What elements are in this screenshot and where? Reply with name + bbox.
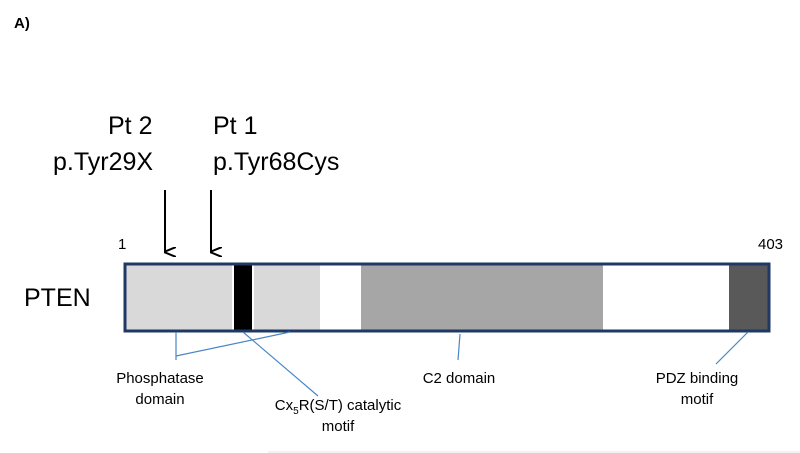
label-phosphatase-domain: Phosphatase domain	[100, 368, 220, 410]
label-catalytic-line1: Cx5R(S/T) catalytic	[238, 395, 438, 417]
leader-c2	[457, 333, 461, 361]
label-phosphatase-line1: Phosphatase	[116, 370, 204, 387]
leader-pdz	[715, 331, 749, 365]
label-phosphatase-line2: domain	[135, 391, 185, 408]
leader-lines	[175, 331, 749, 397]
leader-catalytic	[242, 331, 319, 397]
segment-phosphatase-b	[254, 265, 320, 330]
label-catalytic-sub: 5	[293, 406, 299, 417]
residue-end: 403	[758, 236, 784, 253]
label-pdz-line1: PDZ binding	[655, 370, 739, 387]
label-catalytic-pre: Cx	[274, 397, 294, 414]
panel-label: A)	[14, 15, 30, 32]
segment-phosphatase-a	[126, 265, 232, 330]
label-catalytic-motif: Cx5R(S/T) catalytic motif	[238, 395, 438, 437]
label-catalytic-line2: motif	[321, 418, 355, 435]
mutation-pt2-patient: Pt 2	[108, 112, 153, 140]
segment-pdz	[729, 265, 768, 330]
label-c2-domain: C2 domain	[404, 368, 514, 389]
mutation-pt2-variant: p.Tyr29X	[53, 148, 154, 176]
label-pdz-binding-motif: PDZ binding motif	[634, 368, 760, 410]
label-c2-line1: C2 domain	[422, 370, 496, 387]
segment-spacer-2	[605, 265, 727, 330]
protein-outline	[123, 262, 771, 333]
label-catalytic-post: R(S/T) catalytic	[298, 397, 402, 414]
segment-c2-domain	[361, 265, 603, 330]
residue-start: 1	[118, 236, 127, 253]
segment-spacer-1	[322, 265, 359, 330]
protein-name: PTEN	[24, 284, 91, 312]
label-pdz-line2: motif	[680, 391, 714, 408]
leader-phosphatase	[175, 331, 291, 357]
segment-catalytic-motif	[234, 265, 252, 330]
mutation-pt1-patient: Pt 1	[213, 112, 258, 140]
mutation-pt1-variant: p.Tyr68Cys	[213, 148, 340, 176]
